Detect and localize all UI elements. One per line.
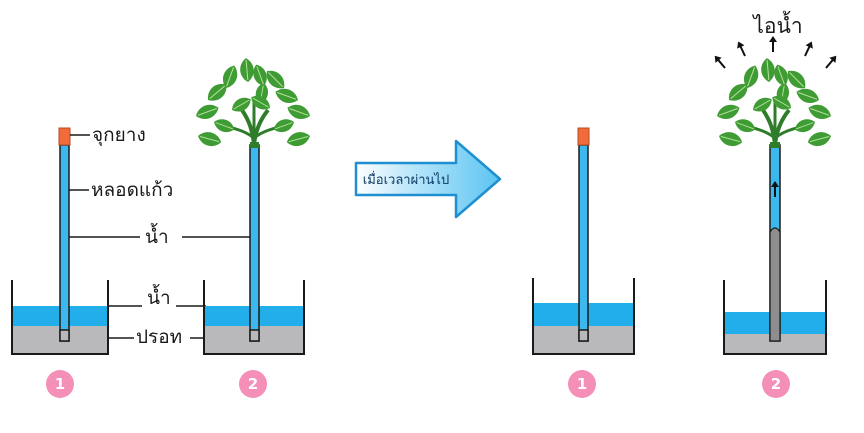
water-in-tube-label: น้ำ — [145, 223, 169, 248]
glass-tube-label: หลอดแก้ว — [91, 179, 173, 201]
stopper-label: จุกยาง — [92, 124, 146, 147]
plant-after — [715, 58, 834, 149]
glass-tube-1-before — [59, 144, 70, 342]
time-passes-arrow: เมื่อเวลาผ่านไป — [354, 139, 502, 219]
badge-1-before: 1 — [46, 370, 74, 398]
badge-1-after: 1 — [568, 370, 596, 398]
badge-2-after: 2 — [762, 370, 790, 398]
rubber-stopper — [58, 127, 71, 146]
mercury-label: ปรอท — [136, 326, 182, 348]
vapor-label: ไอน้ำ — [751, 11, 802, 38]
glass-tube-2-before — [249, 142, 260, 342]
vapor-arrows — [710, 35, 841, 72]
plant-before — [194, 58, 313, 149]
mercury-column — [769, 227, 781, 342]
rubber-stopper-after — [577, 127, 590, 146]
svg-text:1: 1 — [55, 375, 65, 393]
svg-text:2: 2 — [248, 375, 258, 393]
badge-2-before: 2 — [239, 370, 267, 398]
glass-tube-1-after — [578, 144, 589, 342]
water-label: น้ำ — [147, 284, 171, 309]
svg-text:1: 1 — [577, 375, 587, 393]
time-passes-label: เมื่อเวลาผ่านไป — [363, 171, 449, 188]
svg-text:2: 2 — [771, 375, 781, 393]
glass-tube-2-after — [769, 142, 781, 342]
